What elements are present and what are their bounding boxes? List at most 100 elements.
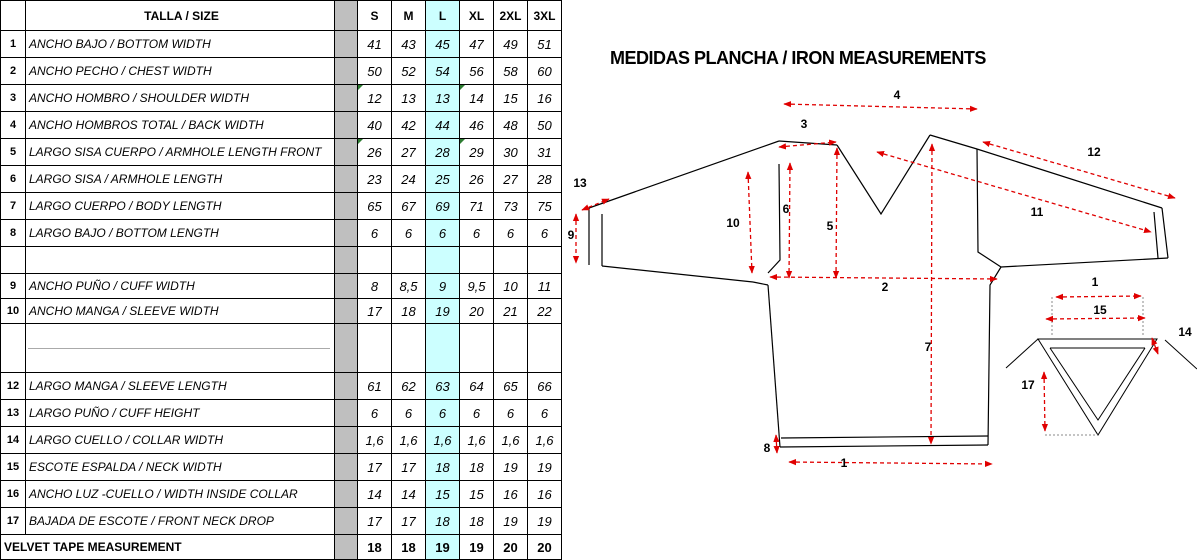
value-cell: 19 <box>493 507 528 535</box>
label-7: 7 <box>925 340 932 354</box>
gray-column-cell <box>334 0 358 31</box>
value-cell: 18 <box>357 534 392 560</box>
row-number: 15 <box>0 453 26 481</box>
value-cell: 12 <box>357 84 392 112</box>
value-cell: 1,6 <box>391 426 426 454</box>
value-cell: 15 <box>459 480 494 508</box>
value-cell: 46 <box>459 111 494 139</box>
label-9: 9 <box>568 228 575 242</box>
value-cell: 23 <box>357 165 392 193</box>
value-cell: 65 <box>357 192 392 220</box>
value-cell: 6 <box>459 399 494 427</box>
label-15: 15 <box>1093 303 1107 317</box>
value-cell: 27 <box>391 138 426 166</box>
row-label: LARGO BAJO / BOTTOM LENGTH <box>25 219 335 247</box>
right-body-side <box>987 266 1002 446</box>
value-cell: 11 <box>527 273 562 299</box>
value-cell: 19 <box>459 534 494 560</box>
gray-column-cell <box>334 323 358 373</box>
gray-column-cell <box>334 192 358 220</box>
gray-column-cell <box>334 372 358 400</box>
value-cell: 1,6 <box>527 426 562 454</box>
value-cell: 50 <box>357 57 392 85</box>
value-cell: 1,6 <box>493 426 528 454</box>
value-cell: 42 <box>391 111 426 139</box>
value-cell: 18 <box>459 507 494 535</box>
value-cell: 17 <box>391 507 426 535</box>
value-cell: 22 <box>527 298 562 324</box>
value-cell: 20 <box>527 534 562 560</box>
label-8: 8 <box>764 441 771 455</box>
row-label: ANCHO PUÑO / CUFF WIDTH <box>25 273 335 299</box>
row-label: LARGO SISA / ARMHOLE LENGTH <box>25 165 335 193</box>
value-cell: 6 <box>425 399 460 427</box>
value-cell: 18 <box>391 534 426 560</box>
value-cell: 65 <box>493 372 528 400</box>
value-cell: 1,6 <box>357 426 392 454</box>
blank-cell <box>459 246 494 274</box>
row-label: LARGO SISA CUERPO / ARMHOLE LENGTH FRONT <box>25 138 335 166</box>
value-cell: 16 <box>493 480 528 508</box>
arrow-12-sleeve-length <box>982 140 1176 200</box>
value-cell: 6 <box>391 219 426 247</box>
gray-column-cell <box>334 57 358 85</box>
value-cell: 28 <box>527 165 562 193</box>
blank-cell <box>493 323 528 373</box>
value-cell: 9,5 <box>459 273 494 299</box>
row-label: LARGO MANGA / SLEEVE LENGTH <box>25 372 335 400</box>
value-cell: 26 <box>357 138 392 166</box>
value-cell: 27 <box>493 165 528 193</box>
value-cell: 17 <box>357 298 392 324</box>
value-cell: 1,6 <box>459 426 494 454</box>
value-cell: 15 <box>425 480 460 508</box>
value-cell: 16 <box>527 84 562 112</box>
value-cell: 6 <box>493 399 528 427</box>
row-label: ESCOTE ESPALDA / NECK WIDTH <box>25 453 335 481</box>
size-header-cell: XL <box>459 0 494 31</box>
collar-left-shoulder <box>1005 338 1039 369</box>
row-number: 14 <box>0 426 26 454</box>
left-armhole-seam <box>767 163 781 274</box>
size-header-cell: 3XL <box>527 0 562 31</box>
row-number: 12 <box>0 372 26 400</box>
collar-right-shoulder <box>1164 339 1197 370</box>
blank-cell <box>527 246 562 274</box>
blank-cell <box>527 323 562 373</box>
row-label: LARGO PUÑO / CUFF HEIGHT <box>25 399 335 427</box>
header-number-cell <box>0 0 26 31</box>
right-shoulder-line <box>929 134 978 150</box>
value-cell: 18 <box>391 298 426 324</box>
gray-column-cell <box>334 507 358 535</box>
value-cell: 6 <box>527 219 562 247</box>
value-cell: 47 <box>459 30 494 58</box>
right-cuff-outline <box>1161 207 1169 259</box>
arrow-8-bottom-length <box>773 434 780 454</box>
label-12: 12 <box>1087 145 1101 159</box>
gray-column-cell <box>334 246 358 274</box>
gray-column-cell <box>334 111 358 139</box>
right-sleeve-top-edge <box>976 148 1163 209</box>
blank-cell <box>391 323 426 373</box>
value-cell: 48 <box>493 111 528 139</box>
value-cell: 18 <box>425 453 460 481</box>
gray-column-cell <box>334 30 358 58</box>
value-cell: 28 <box>425 138 460 166</box>
size-header-cell: 2XL <box>493 0 528 31</box>
row-label: LARGO CUELLO / COLLAR WIDTH <box>25 426 335 454</box>
blank-cell <box>25 323 335 373</box>
row-number: 5 <box>0 138 26 166</box>
gray-column-cell <box>334 165 358 193</box>
value-cell: 66 <box>527 372 562 400</box>
value-cell: 73 <box>493 192 528 220</box>
row-number: 6 <box>0 165 26 193</box>
value-cell: 8 <box>357 273 392 299</box>
value-cell: 18 <box>459 453 494 481</box>
